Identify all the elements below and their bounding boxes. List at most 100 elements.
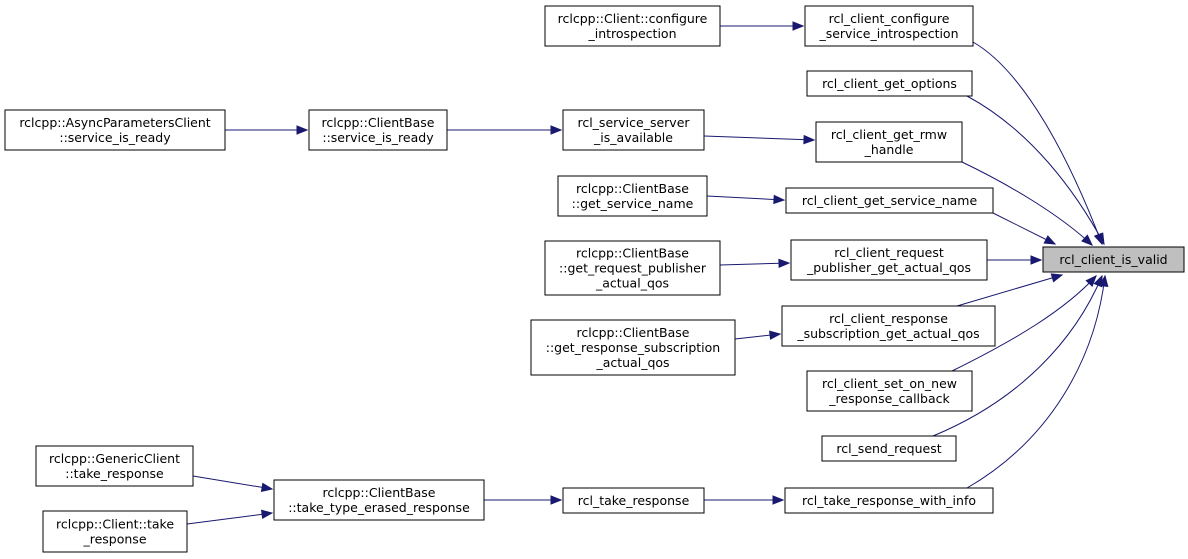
node-box	[784, 487, 994, 514]
edge-n18-n17	[484, 495, 563, 505]
node-box	[562, 487, 705, 514]
node-label: _response_callback	[828, 391, 950, 406]
node-n19[interactable]: rclcpp::GenericClient::take_response	[35, 445, 194, 487]
edge-line	[186, 512, 273, 525]
edges-layer	[186, 21, 1109, 525]
edge-n14-n0	[951, 275, 1097, 372]
node-box	[544, 240, 721, 296]
node-n16[interactable]: rcl_take_response_with_info	[784, 487, 994, 514]
node-box	[785, 187, 994, 214]
node-n10[interactable]: rcl_client_request_publisher_get_actual_…	[790, 239, 988, 281]
arrowhead	[803, 134, 816, 145]
node-n4[interactable]: rcl_client_get_rmw_handle	[815, 121, 963, 163]
node-box	[4, 109, 226, 151]
node-n17[interactable]: rcl_take_response	[562, 487, 705, 514]
arrowhead	[1085, 275, 1097, 287]
node-label: rclcpp::ClientBase	[321, 115, 434, 130]
edge-line	[192, 475, 273, 490]
node-n3[interactable]: rcl_client_get_options	[806, 70, 973, 97]
edge-n13-n12	[734, 330, 782, 340]
arrowhead	[1099, 274, 1109, 287]
edge-line	[966, 275, 1106, 489]
node-box	[42, 510, 188, 553]
node-box	[35, 445, 194, 487]
edge-line	[932, 275, 1103, 437]
arrowhead	[772, 495, 785, 505]
edge-n16-n0	[966, 274, 1109, 489]
node-n12[interactable]: rcl_client_response_subscription_get_act…	[781, 305, 996, 347]
node-n8[interactable]: rcl_client_get_service_name	[785, 187, 994, 214]
node-n14[interactable]: rcl_client_set_on_new_response_callback	[806, 370, 973, 412]
node-n1[interactable]: rcl_client_configure_service_introspecti…	[804, 5, 974, 47]
node-n20[interactable]: rclcpp::Client::take_response	[42, 510, 188, 553]
node-label: rcl_client_get_options	[822, 76, 957, 91]
edge-n2-n1	[720, 21, 805, 31]
node-box	[806, 70, 973, 97]
arrowhead	[260, 482, 274, 492]
node-label: rcl_client_configure	[829, 11, 950, 26]
node-label: rcl_service_server	[577, 115, 690, 130]
node-n13[interactable]: rclcpp::ClientBase::get_response_subscri…	[530, 319, 736, 376]
node-label: rcl_client_response	[829, 311, 948, 326]
node-box	[806, 370, 973, 412]
node-label: _introspection	[587, 26, 676, 41]
arrowhead	[1094, 232, 1105, 246]
node-label: rcl_client_is_valid	[1059, 252, 1167, 267]
node-box	[1042, 246, 1185, 273]
arrowhead	[1030, 255, 1043, 265]
node-label: rclcpp::GenericClient	[49, 451, 180, 466]
edge-line	[956, 274, 1063, 307]
node-box	[308, 109, 448, 151]
node-label: rclcpp::AsyncParametersClient	[19, 115, 210, 130]
node-n18[interactable]: rclcpp::ClientBase::take_type_erased_res…	[273, 479, 485, 521]
edge-line	[972, 41, 1103, 245]
node-n0[interactable]: rcl_client_is_valid	[1042, 246, 1185, 273]
arrowhead	[773, 194, 786, 205]
node-box	[273, 479, 485, 521]
arrowhead	[550, 495, 563, 505]
edge-n7-n6	[225, 125, 309, 135]
node-label: rclcpp::ClientBase	[322, 485, 435, 500]
node-label: _service_introspection	[818, 26, 958, 41]
node-label: _subscription_get_actual_qos	[796, 326, 979, 341]
node-n11[interactable]: rclcpp::ClientBase::get_request_publishe…	[544, 240, 721, 296]
node-label: ::take_response	[65, 466, 164, 481]
arrowhead	[1050, 273, 1064, 283]
node-label: rcl_client_set_on_new	[822, 376, 957, 391]
node-label: rclcpp::ClientBase	[576, 325, 689, 340]
edge-n6-n5	[447, 125, 563, 135]
node-box	[804, 5, 974, 47]
arrowhead	[1081, 234, 1093, 246]
edge-n1-n0	[972, 41, 1103, 246]
arrowhead	[1043, 235, 1057, 245]
edge-line	[719, 262, 790, 266]
node-label: rcl_send_request	[836, 441, 941, 456]
node-label: ::get_response_subscription	[546, 340, 720, 355]
edge-line	[703, 135, 815, 141]
node-label: _is_available	[593, 130, 673, 145]
node-label: ::get_service_name	[572, 196, 694, 211]
node-n5[interactable]: rcl_service_server_is_available	[562, 109, 705, 151]
edge-line	[706, 195, 785, 201]
arrowhead	[260, 509, 274, 520]
edge-line	[961, 161, 1093, 246]
arrowhead	[550, 125, 563, 135]
node-n2[interactable]: rclcpp::Client::configure_introspection	[544, 5, 721, 47]
node-label: rcl_client_get_rmw	[831, 127, 947, 142]
edge-n3-n0	[966, 95, 1105, 246]
node-n15[interactable]: rcl_send_request	[821, 435, 957, 462]
node-label: rclcpp::Client::take	[56, 517, 174, 532]
node-label: rclcpp::Client::configure	[558, 11, 708, 26]
node-n9[interactable]: rclcpp::ClientBase::get_service_name	[557, 175, 708, 217]
node-box	[815, 121, 963, 163]
node-label: rcl_take_response_with_info	[802, 493, 976, 508]
node-n6[interactable]: rclcpp::ClientBase::service_is_ready	[308, 109, 448, 151]
arrowhead	[778, 258, 791, 269]
nodes-layer: rcl_client_is_validrcl_client_configure_…	[4, 5, 1185, 553]
node-label: ::service_is_ready	[59, 130, 171, 145]
edge-n8-n0	[992, 212, 1057, 245]
node-n7[interactable]: rclcpp::AsyncParametersClient::service_i…	[4, 109, 226, 151]
node-label: rcl_client_request	[834, 245, 944, 260]
node-label: ::get_request_publisher	[559, 261, 707, 276]
